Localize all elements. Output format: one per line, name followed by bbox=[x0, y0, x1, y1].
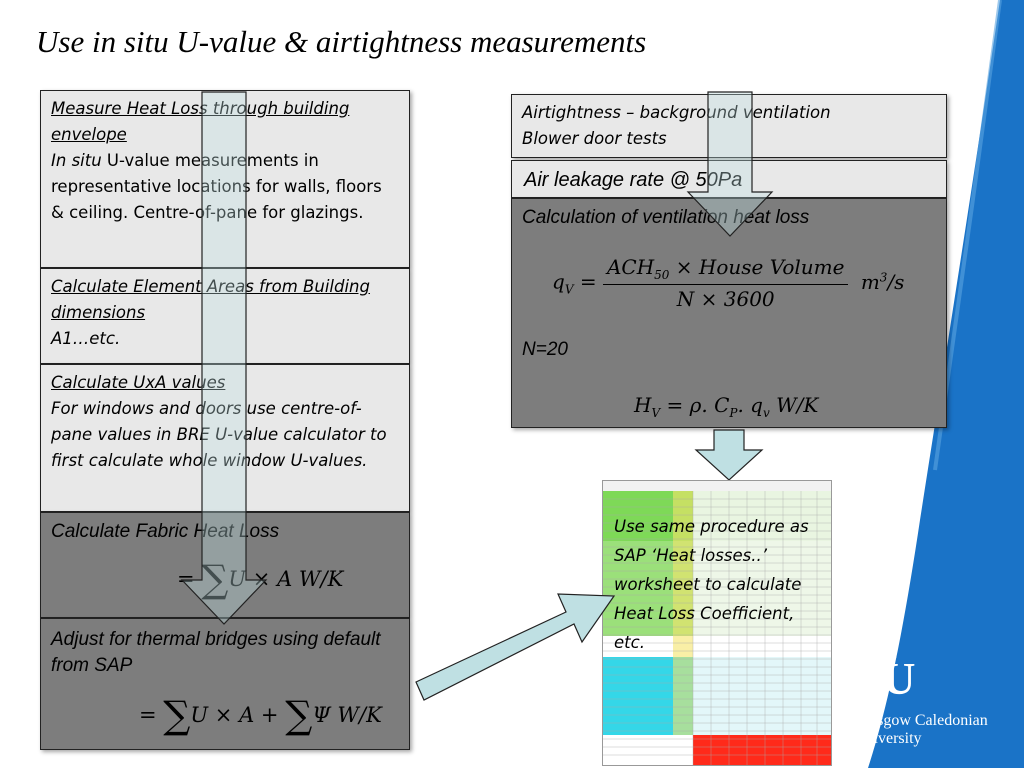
airtightness-line2: Blower door tests bbox=[522, 129, 667, 148]
air-leakage-text: Air leakage rate @ 50Pa bbox=[524, 169, 743, 191]
hv-formula: HV = ρ. CP. qv W/K bbox=[634, 393, 819, 420]
gcu-logo-mark bbox=[849, 644, 897, 662]
uxa-values-heading: Calculate UxA values bbox=[51, 373, 226, 392]
fabric-heat-loss-heading: Calculate Fabric Heat Loss bbox=[51, 521, 280, 542]
n-value: N=20 bbox=[522, 339, 568, 360]
measure-heat-loss-box: Measure Heat Loss through building envel… bbox=[40, 90, 410, 268]
fabric-heat-loss-box: Calculate Fabric Heat Loss = ∑U × A W/K bbox=[40, 512, 410, 618]
gcu-logo-line1: Glasgow Caledonian bbox=[854, 712, 988, 729]
thermal-bridges-box: Adjust for thermal bridges using default… bbox=[40, 618, 410, 750]
fabric-heat-loss-formula: = ∑U × A W/K bbox=[177, 557, 344, 601]
ventilation-heat-loss-heading: Calculation of ventilation heat loss bbox=[522, 207, 810, 228]
worksheet-callout: Use same procedure as SAP ‘Heat losses..… bbox=[614, 517, 809, 652]
qv-formula: qV = ACH50 × House Volume N × 3600 m3/s bbox=[552, 255, 905, 311]
slide-title: Use in situ U-value & airtightness measu… bbox=[36, 24, 647, 59]
worksheet-grid bbox=[603, 481, 831, 765]
airtightness-line1: Airtightness – background ventilation bbox=[522, 103, 831, 122]
element-areas-heading: Calculate Element Areas from Building di… bbox=[51, 277, 370, 322]
thermal-bridges-formula: = ∑U × A + ∑Ψ W/K bbox=[139, 693, 382, 737]
gcu-logo-letters: CU bbox=[850, 653, 915, 704]
gcu-logo-line2: University bbox=[854, 730, 922, 747]
ventilation-heat-loss-box: Calculation of ventilation heat loss qV … bbox=[511, 198, 947, 428]
uxa-values-box: Calculate UxA values For windows and doo… bbox=[40, 364, 410, 512]
sap-worksheet-image bbox=[602, 480, 832, 766]
airtightness-box: Airtightness – background ventilation Bl… bbox=[511, 94, 947, 158]
element-areas-body: A1…etc. bbox=[51, 329, 121, 348]
measure-heat-loss-body: In situ U-value measurements in represen… bbox=[51, 151, 382, 222]
air-leakage-box: Air leakage rate @ 50Pa bbox=[511, 160, 947, 198]
measure-heat-loss-heading: Measure Heat Loss through building envel… bbox=[51, 99, 350, 144]
element-areas-box: Calculate Element Areas from Building di… bbox=[40, 268, 410, 364]
uxa-values-body: For windows and doors use centre-of-pane… bbox=[51, 399, 387, 470]
thermal-bridges-heading: Adjust for thermal bridges using default… bbox=[51, 629, 381, 676]
